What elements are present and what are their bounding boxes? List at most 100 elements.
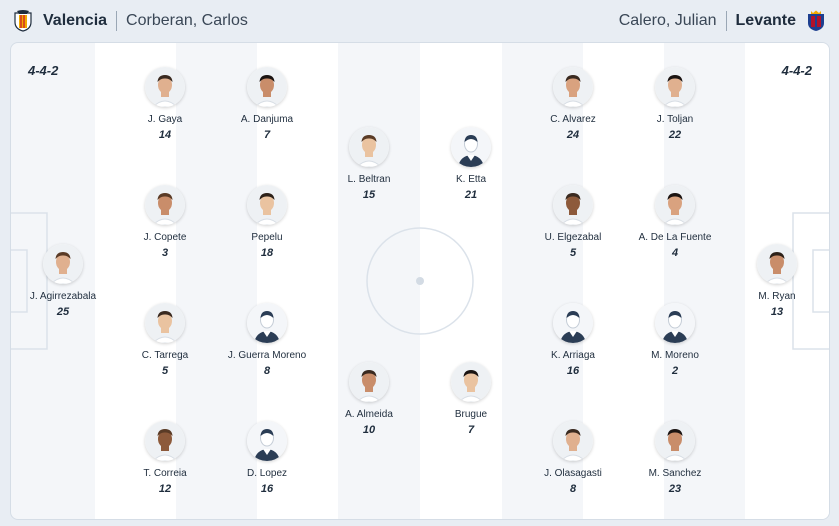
player-number: 3 [161,247,169,259]
player-number: 22 [668,129,682,141]
player-name: J. Guerra Moreno [227,350,307,361]
player-card[interactable]: A. Almeida 10 [309,362,429,436]
player-number: 10 [362,424,376,436]
player-name: J. Agirrezabala [29,291,97,302]
player-card[interactable]: T. Correia 12 [105,421,225,495]
player-silhouette-icon[interactable] [247,303,287,343]
player-number: 2 [671,365,679,377]
player-name: A. Almeida [345,409,393,420]
player-number: 8 [263,365,271,377]
away-formation: 4-4-2 [781,63,812,78]
player-number: 16 [566,365,580,377]
player-photo-icon[interactable] [757,244,797,284]
player-name: K. Arriaga [551,350,595,361]
player-number: 14 [158,129,172,141]
player-silhouette-icon[interactable] [247,421,287,461]
player-name: J. Olasagasti [544,468,602,479]
player-name: J. Copete [143,232,187,243]
pitch-markings [11,212,829,350]
player-photo-icon[interactable] [43,244,83,284]
player-photo-icon[interactable] [553,185,593,225]
player-card[interactable]: D. Lopez 16 [207,421,327,495]
home-formation: 4-4-2 [28,63,59,78]
player-photo-icon[interactable] [145,67,185,107]
player-photo-icon[interactable] [451,362,491,402]
match-header: Valencia Corberan, Carlos Calero, Julian… [0,0,839,42]
player-card[interactable]: J. Agirrezabala 25 [11,244,123,318]
player-card[interactable]: J. Toljan 22 [615,67,735,141]
player-photo-icon[interactable] [145,185,185,225]
player-silhouette-icon[interactable] [451,127,491,167]
player-number: 4 [671,247,679,259]
player-number: 21 [464,189,478,201]
player-card[interactable]: J. Copete 3 [105,185,225,259]
player-card[interactable]: A. Danjuma 7 [207,67,327,141]
player-name: Pepelu [251,232,283,243]
pitch-stripe [420,43,502,519]
home-team-name[interactable]: Valencia [43,12,108,29]
player-number: 15 [362,189,376,201]
player-photo-icon[interactable] [655,67,695,107]
player-card[interactable]: J. Gaya 14 [105,67,225,141]
player-name: M. Ryan [758,291,796,302]
player-silhouette-icon[interactable] [553,303,593,343]
player-photo-icon[interactable] [145,421,185,461]
player-photo-icon[interactable] [349,362,389,402]
player-name: J. Toljan [656,114,694,125]
player-name: M. Moreno [651,350,699,361]
player-photo-icon[interactable] [655,421,695,461]
valencia-crest-icon[interactable] [12,9,34,33]
player-name: A. Danjuma [240,114,294,125]
player-number: 5 [569,247,577,259]
player-photo-icon[interactable] [247,67,287,107]
away-team-header: Calero, Julian Levante [619,9,827,33]
player-card[interactable]: M. Moreno 2 [615,303,735,377]
player-number: 23 [668,483,682,495]
away-coach-name[interactable]: Calero, Julian [618,12,717,29]
player-photo-icon[interactable] [553,421,593,461]
levante-crest-icon[interactable] [805,9,827,33]
home-team-header: Valencia Corberan, Carlos [12,9,248,33]
away-team-name[interactable]: Levante [735,12,796,29]
player-photo-icon[interactable] [145,303,185,343]
player-silhouette-icon[interactable] [655,303,695,343]
player-name: D. Lopez [246,468,288,479]
player-number: 12 [158,483,172,495]
player-name: M. Sanchez [648,468,702,479]
player-photo-icon[interactable] [247,185,287,225]
player-number: 24 [566,129,580,141]
player-name: L. Beltran [347,174,391,185]
player-number: 7 [467,424,475,436]
player-photo-icon[interactable] [655,185,695,225]
player-card[interactable]: M. Ryan 13 [717,244,829,318]
player-card[interactable]: K. Arriaga 16 [513,303,633,377]
player-number: 5 [161,365,169,377]
player-name: A. De La Fuente [638,232,712,243]
player-card[interactable]: K. Etta 21 [411,127,531,201]
home-coach-name[interactable]: Corberan, Carlos [126,12,248,29]
player-card[interactable]: J. Guerra Moreno 8 [207,303,327,377]
header-divider [116,11,118,31]
player-number: 13 [770,306,784,318]
pitch-stripe [583,43,664,519]
player-photo-icon[interactable] [553,67,593,107]
player-number: 7 [263,129,271,141]
player-name: K. Etta [455,174,486,185]
player-card[interactable]: Brugue 7 [411,362,531,436]
player-name: Brugue [454,409,488,420]
player-card[interactable]: A. De La Fuente 4 [615,185,735,259]
player-card[interactable]: M. Sanchez 23 [615,421,735,495]
player-number: 16 [260,483,274,495]
player-card[interactable]: C. Tarrega 5 [105,303,225,377]
player-card[interactable]: L. Beltran 15 [309,127,429,201]
player-number: 25 [56,306,70,318]
player-photo-icon[interactable] [349,127,389,167]
player-name: J. Gaya [147,114,183,125]
header-divider [725,11,727,31]
player-name: C. Tarrega [141,350,189,361]
player-name: T. Correia [143,468,187,479]
